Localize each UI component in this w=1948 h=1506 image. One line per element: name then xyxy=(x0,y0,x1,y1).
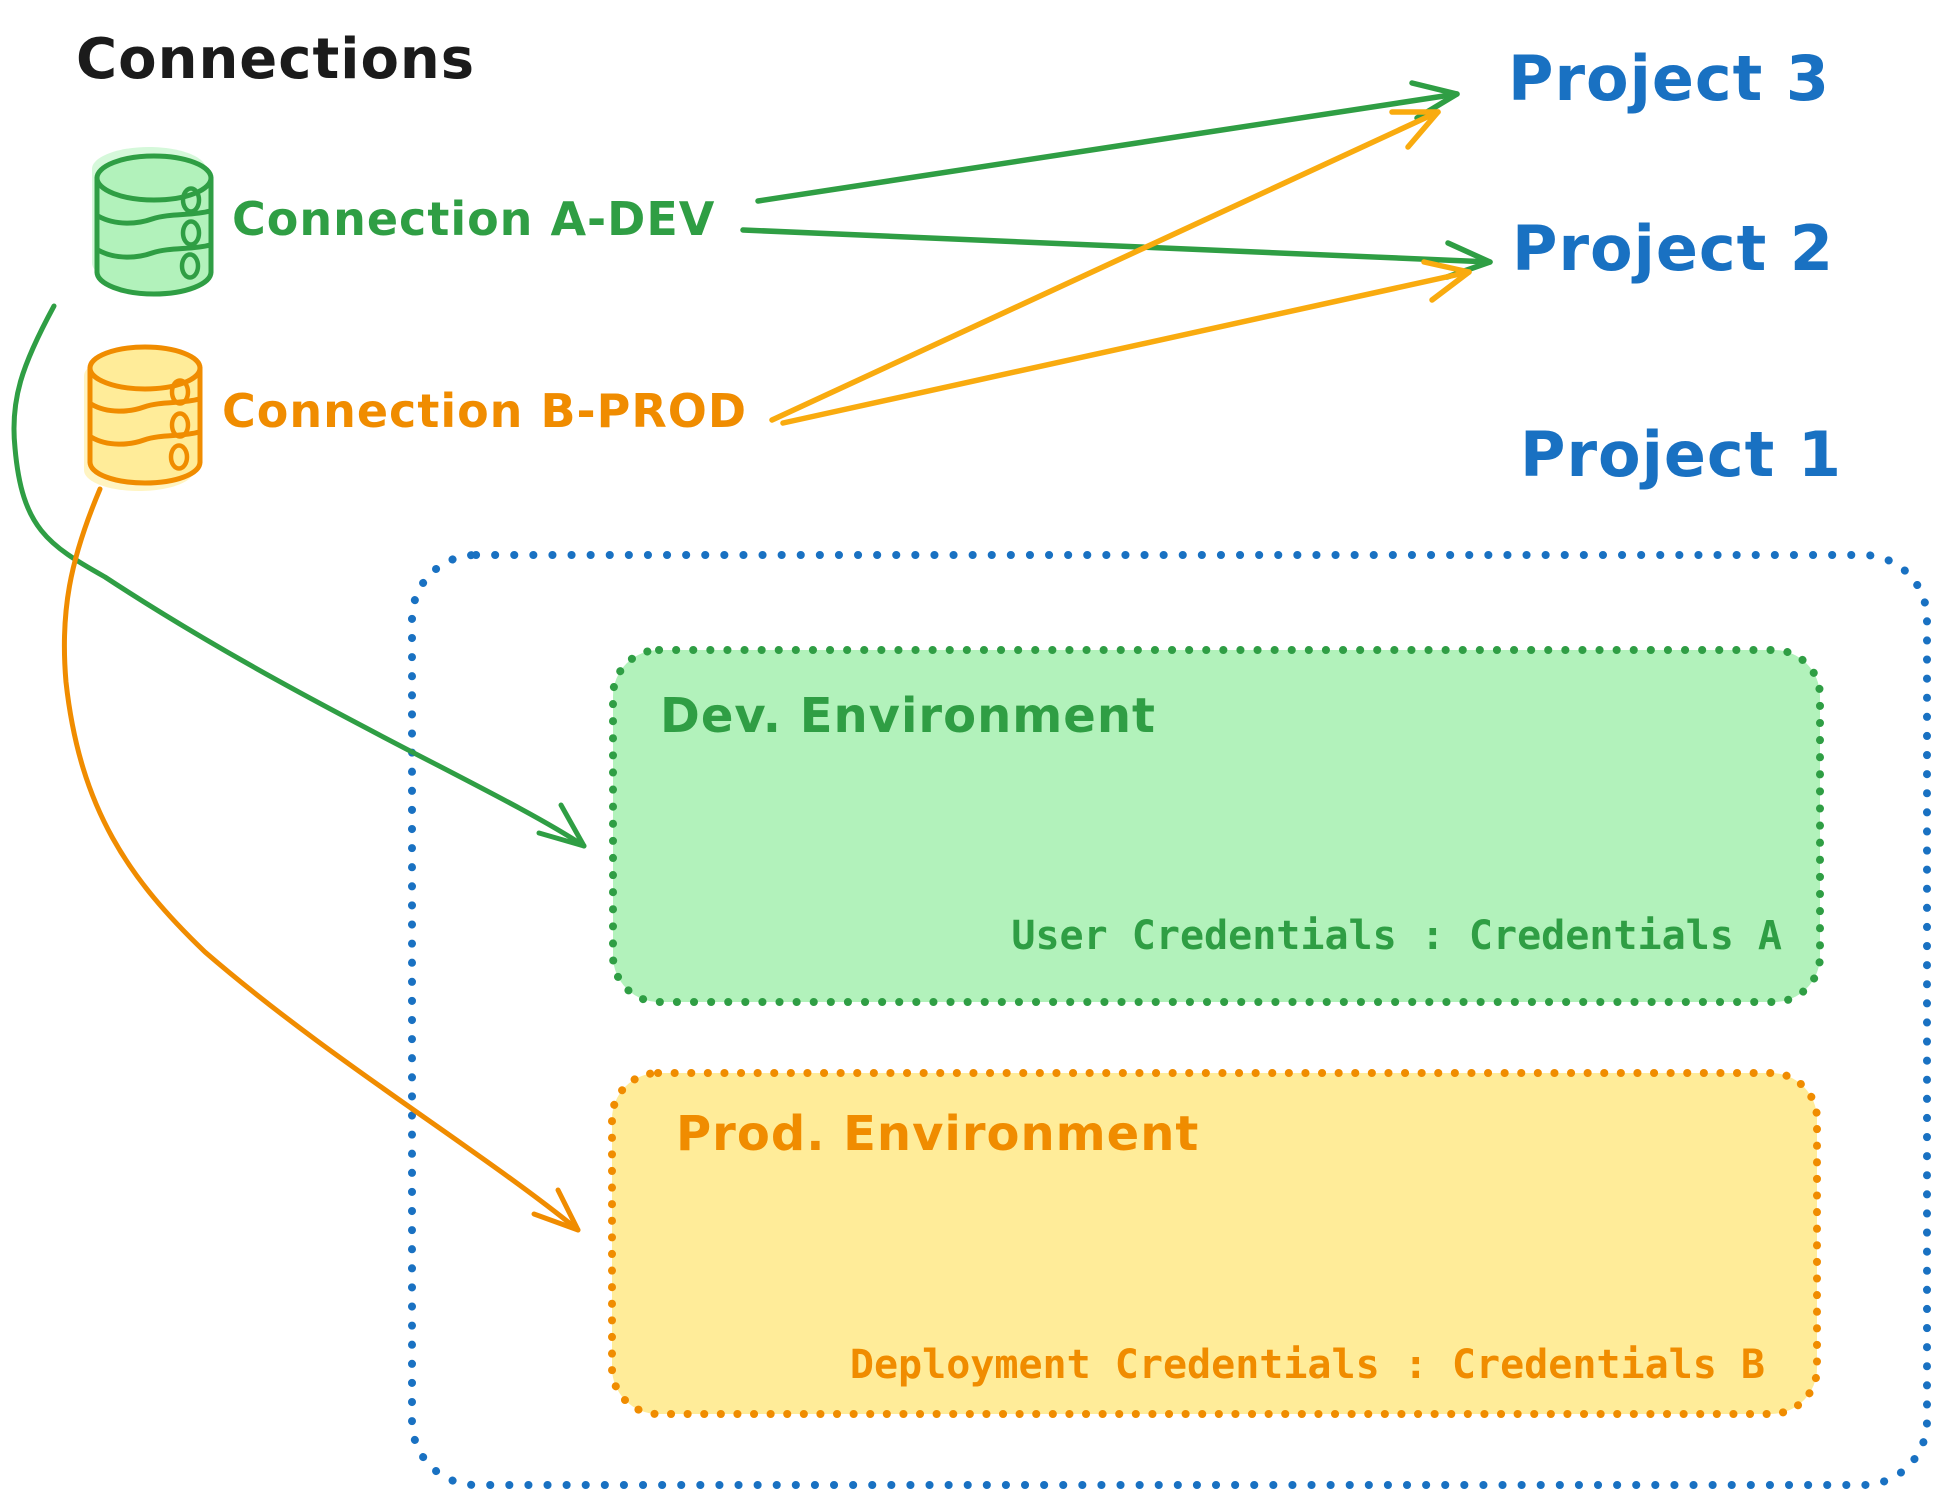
arrow-adev-to-project2 xyxy=(740,227,1493,280)
connection-a-dev-label: Connection A-DEV xyxy=(232,192,716,246)
arrow-adev-to-project3 xyxy=(755,80,1460,204)
dev-environment-box xyxy=(609,646,1824,1006)
arrowhead xyxy=(536,802,587,849)
db-sides xyxy=(94,175,214,275)
project-2-label: Project 2 xyxy=(1512,212,1835,285)
arrowhead xyxy=(1421,259,1472,303)
dev-environment-credentials: User Credentials : Credentials A xyxy=(1011,913,1782,959)
arrowhead xyxy=(1389,109,1441,150)
prod-environment-title: Prod. Environment xyxy=(676,1106,1200,1162)
db-bottom-arc xyxy=(87,459,203,486)
arrow-adev-to-dev-environment xyxy=(11,303,587,849)
db-indicator-dots xyxy=(179,186,202,280)
db-divider xyxy=(95,242,213,260)
database-icon-orange xyxy=(84,344,203,491)
database-icon-green xyxy=(92,147,214,297)
db-sides xyxy=(87,365,203,465)
prod-environment-credentials: Deployment Credentials : Credentials B xyxy=(849,1342,1765,1388)
arrow-bprod-to-prod-environment xyxy=(61,486,581,1233)
project-3-label: Project 3 xyxy=(1508,42,1831,115)
connections-title: Connections xyxy=(76,27,476,92)
prod-environment-box xyxy=(608,1069,1821,1418)
arrowhead xyxy=(531,1187,581,1233)
project-1-label: Project 1 xyxy=(1520,418,1843,491)
db-divider xyxy=(95,208,213,226)
arrow-bprod-to-project2 xyxy=(780,259,1472,426)
project-1-container-box xyxy=(408,551,1931,1489)
db-bottom-arc xyxy=(94,269,214,297)
arrow-bprod-to-project3 xyxy=(769,109,1441,423)
connection-b-prod-label: Connection B-PROD xyxy=(222,384,748,438)
db-indicator-dots xyxy=(168,378,191,471)
dev-environment-title: Dev. Environment xyxy=(660,688,1156,744)
